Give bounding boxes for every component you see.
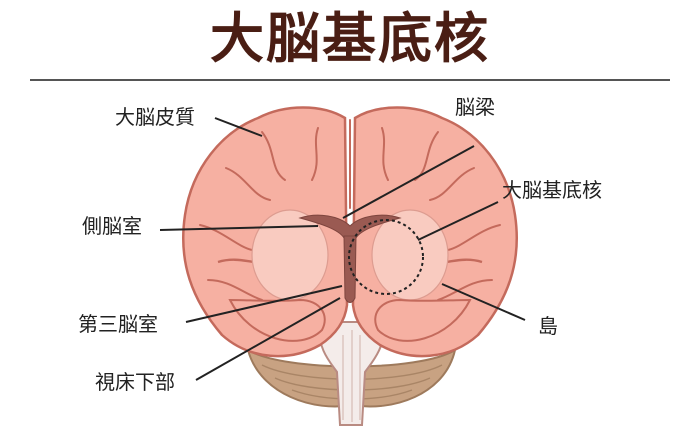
label-hypothalamus: 視床下部 <box>95 370 175 394</box>
leader-hypothalamus <box>195 297 341 381</box>
page-title: 大脳基底核 <box>210 7 490 70</box>
right-temporal-lobe <box>374 298 472 342</box>
label-basal-ganglia: 大脳基底核 <box>502 178 602 202</box>
left-temporal-lobe <box>228 298 326 342</box>
basal-ganglia-marker <box>348 219 424 295</box>
label-lateral-ventricle: 側脳室 <box>82 214 142 238</box>
leader-cerebral-cortex <box>214 117 263 137</box>
label-insula: 島 <box>538 314 558 338</box>
leader-third-ventricle <box>185 285 343 323</box>
leader-insula <box>441 283 526 321</box>
title-divider <box>30 79 670 81</box>
leader-corpus-callosum <box>342 145 475 219</box>
leader-lateral-ventricle <box>159 225 319 231</box>
leader-basal-ganglia <box>417 201 499 241</box>
label-corpus-callosum: 脳梁 <box>455 95 495 119</box>
label-third-ventricle: 第三脳室 <box>78 312 158 336</box>
label-cerebral-cortex: 大脳皮質 <box>115 105 195 129</box>
third-ventricle <box>343 235 357 303</box>
